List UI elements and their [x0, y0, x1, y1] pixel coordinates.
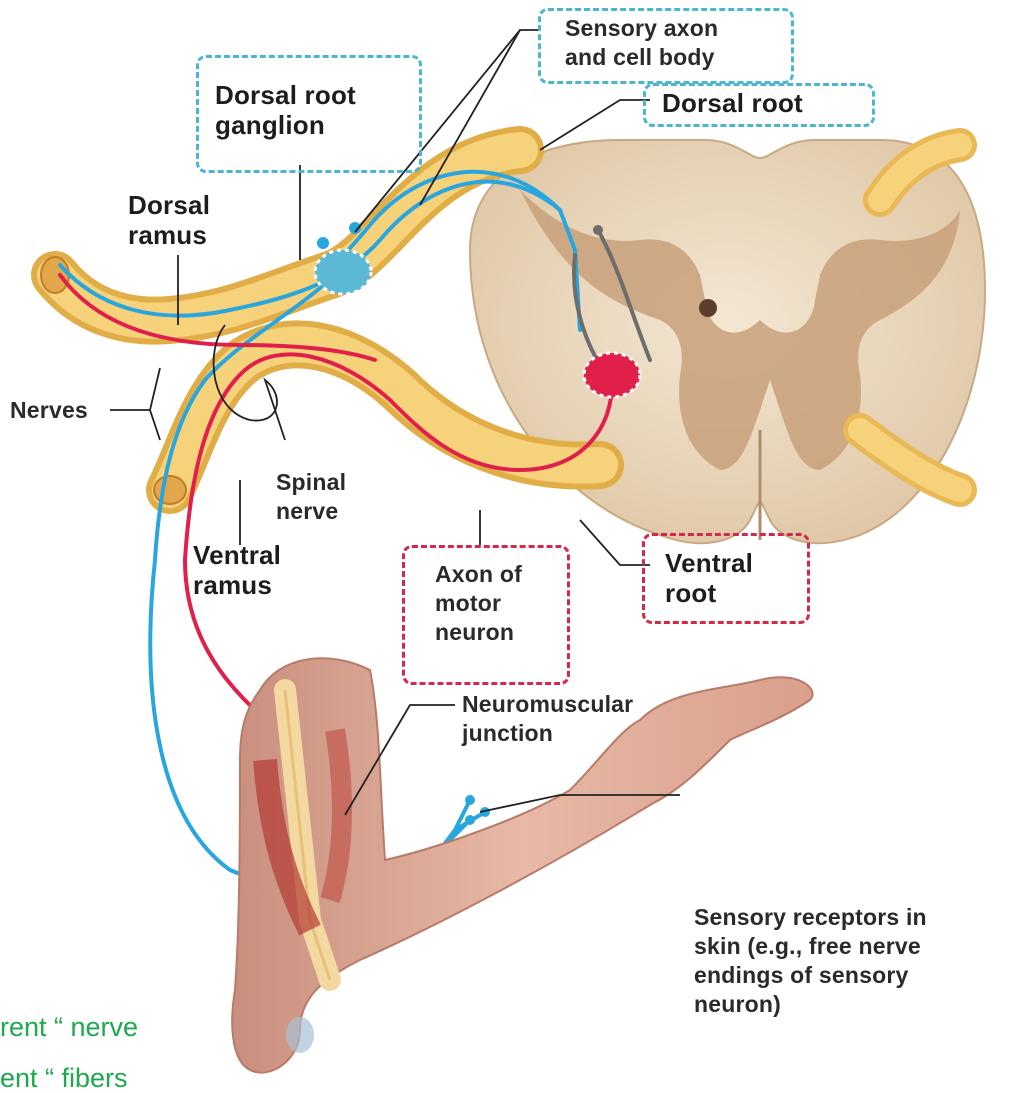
overlay-efferent-fibers: ent “ fibers	[0, 1063, 128, 1093]
label-sensory-axon-line2: and cell body	[565, 43, 718, 72]
label-axon-motor-line1: Axon of	[435, 560, 522, 589]
label-drg-line1: Dorsal root	[215, 80, 356, 110]
label-neuromuscular-junction: Neuromuscular junction	[462, 690, 633, 748]
label-nmj-line2: junction	[462, 719, 633, 748]
label-dorsal-ramus-line2: ramus	[128, 220, 210, 250]
label-dorsal-root: Dorsal root	[662, 88, 803, 118]
label-nmj-line1: Neuromuscular	[462, 690, 633, 719]
motor-neuron-cell-body	[584, 353, 640, 397]
label-dorsal-root-ganglion: Dorsal root ganglion	[215, 80, 356, 140]
label-ventral-ramus: Ventral ramus	[193, 540, 281, 600]
label-ventral-root-line2: root	[665, 578, 753, 608]
label-sensory-axon: Sensory axon and cell body	[565, 14, 718, 72]
label-ventral-root: Ventral root	[665, 548, 753, 608]
label-axon-motor-line2: motor	[435, 589, 522, 618]
label-dorsal-ramus: Dorsal ramus	[128, 190, 210, 250]
label-nerves: Nerves	[10, 396, 88, 425]
label-ventral-ramus-line1: Ventral	[193, 540, 281, 570]
label-receptors-line3: endings of sensory	[694, 961, 927, 990]
label-spinal-nerve-line1: Spinal	[276, 468, 346, 497]
label-ventral-ramus-line2: ramus	[193, 570, 281, 600]
label-spinal-nerve: Spinal nerve	[276, 468, 346, 526]
label-nerves-text: Nerves	[10, 396, 88, 425]
label-axon-motor-line3: neuron	[435, 618, 522, 647]
dorsal-root-ganglion-cell-body	[315, 250, 371, 294]
label-receptors-line1: Sensory receptors in	[694, 903, 927, 932]
label-ventral-root-line1: Ventral	[665, 548, 753, 578]
label-receptors-line4: neuron)	[694, 990, 927, 1019]
label-drg-line2: ganglion	[215, 110, 356, 140]
interneuron-terminal	[593, 225, 603, 235]
label-axon-motor-neuron: Axon of motor neuron	[435, 560, 522, 647]
label-receptors-line2: skin (e.g., free nerve	[694, 932, 927, 961]
label-sensory-receptors: Sensory receptors in skin (e.g., free ne…	[694, 903, 927, 1019]
label-dorsal-root-text: Dorsal root	[662, 88, 803, 118]
label-dorsal-ramus-line1: Dorsal	[128, 190, 210, 220]
overlay-afferent-nerve: rent “ nerve	[0, 1012, 138, 1042]
label-spinal-nerve-line2: nerve	[276, 497, 346, 526]
label-sensory-axon-line1: Sensory axon	[565, 14, 718, 43]
